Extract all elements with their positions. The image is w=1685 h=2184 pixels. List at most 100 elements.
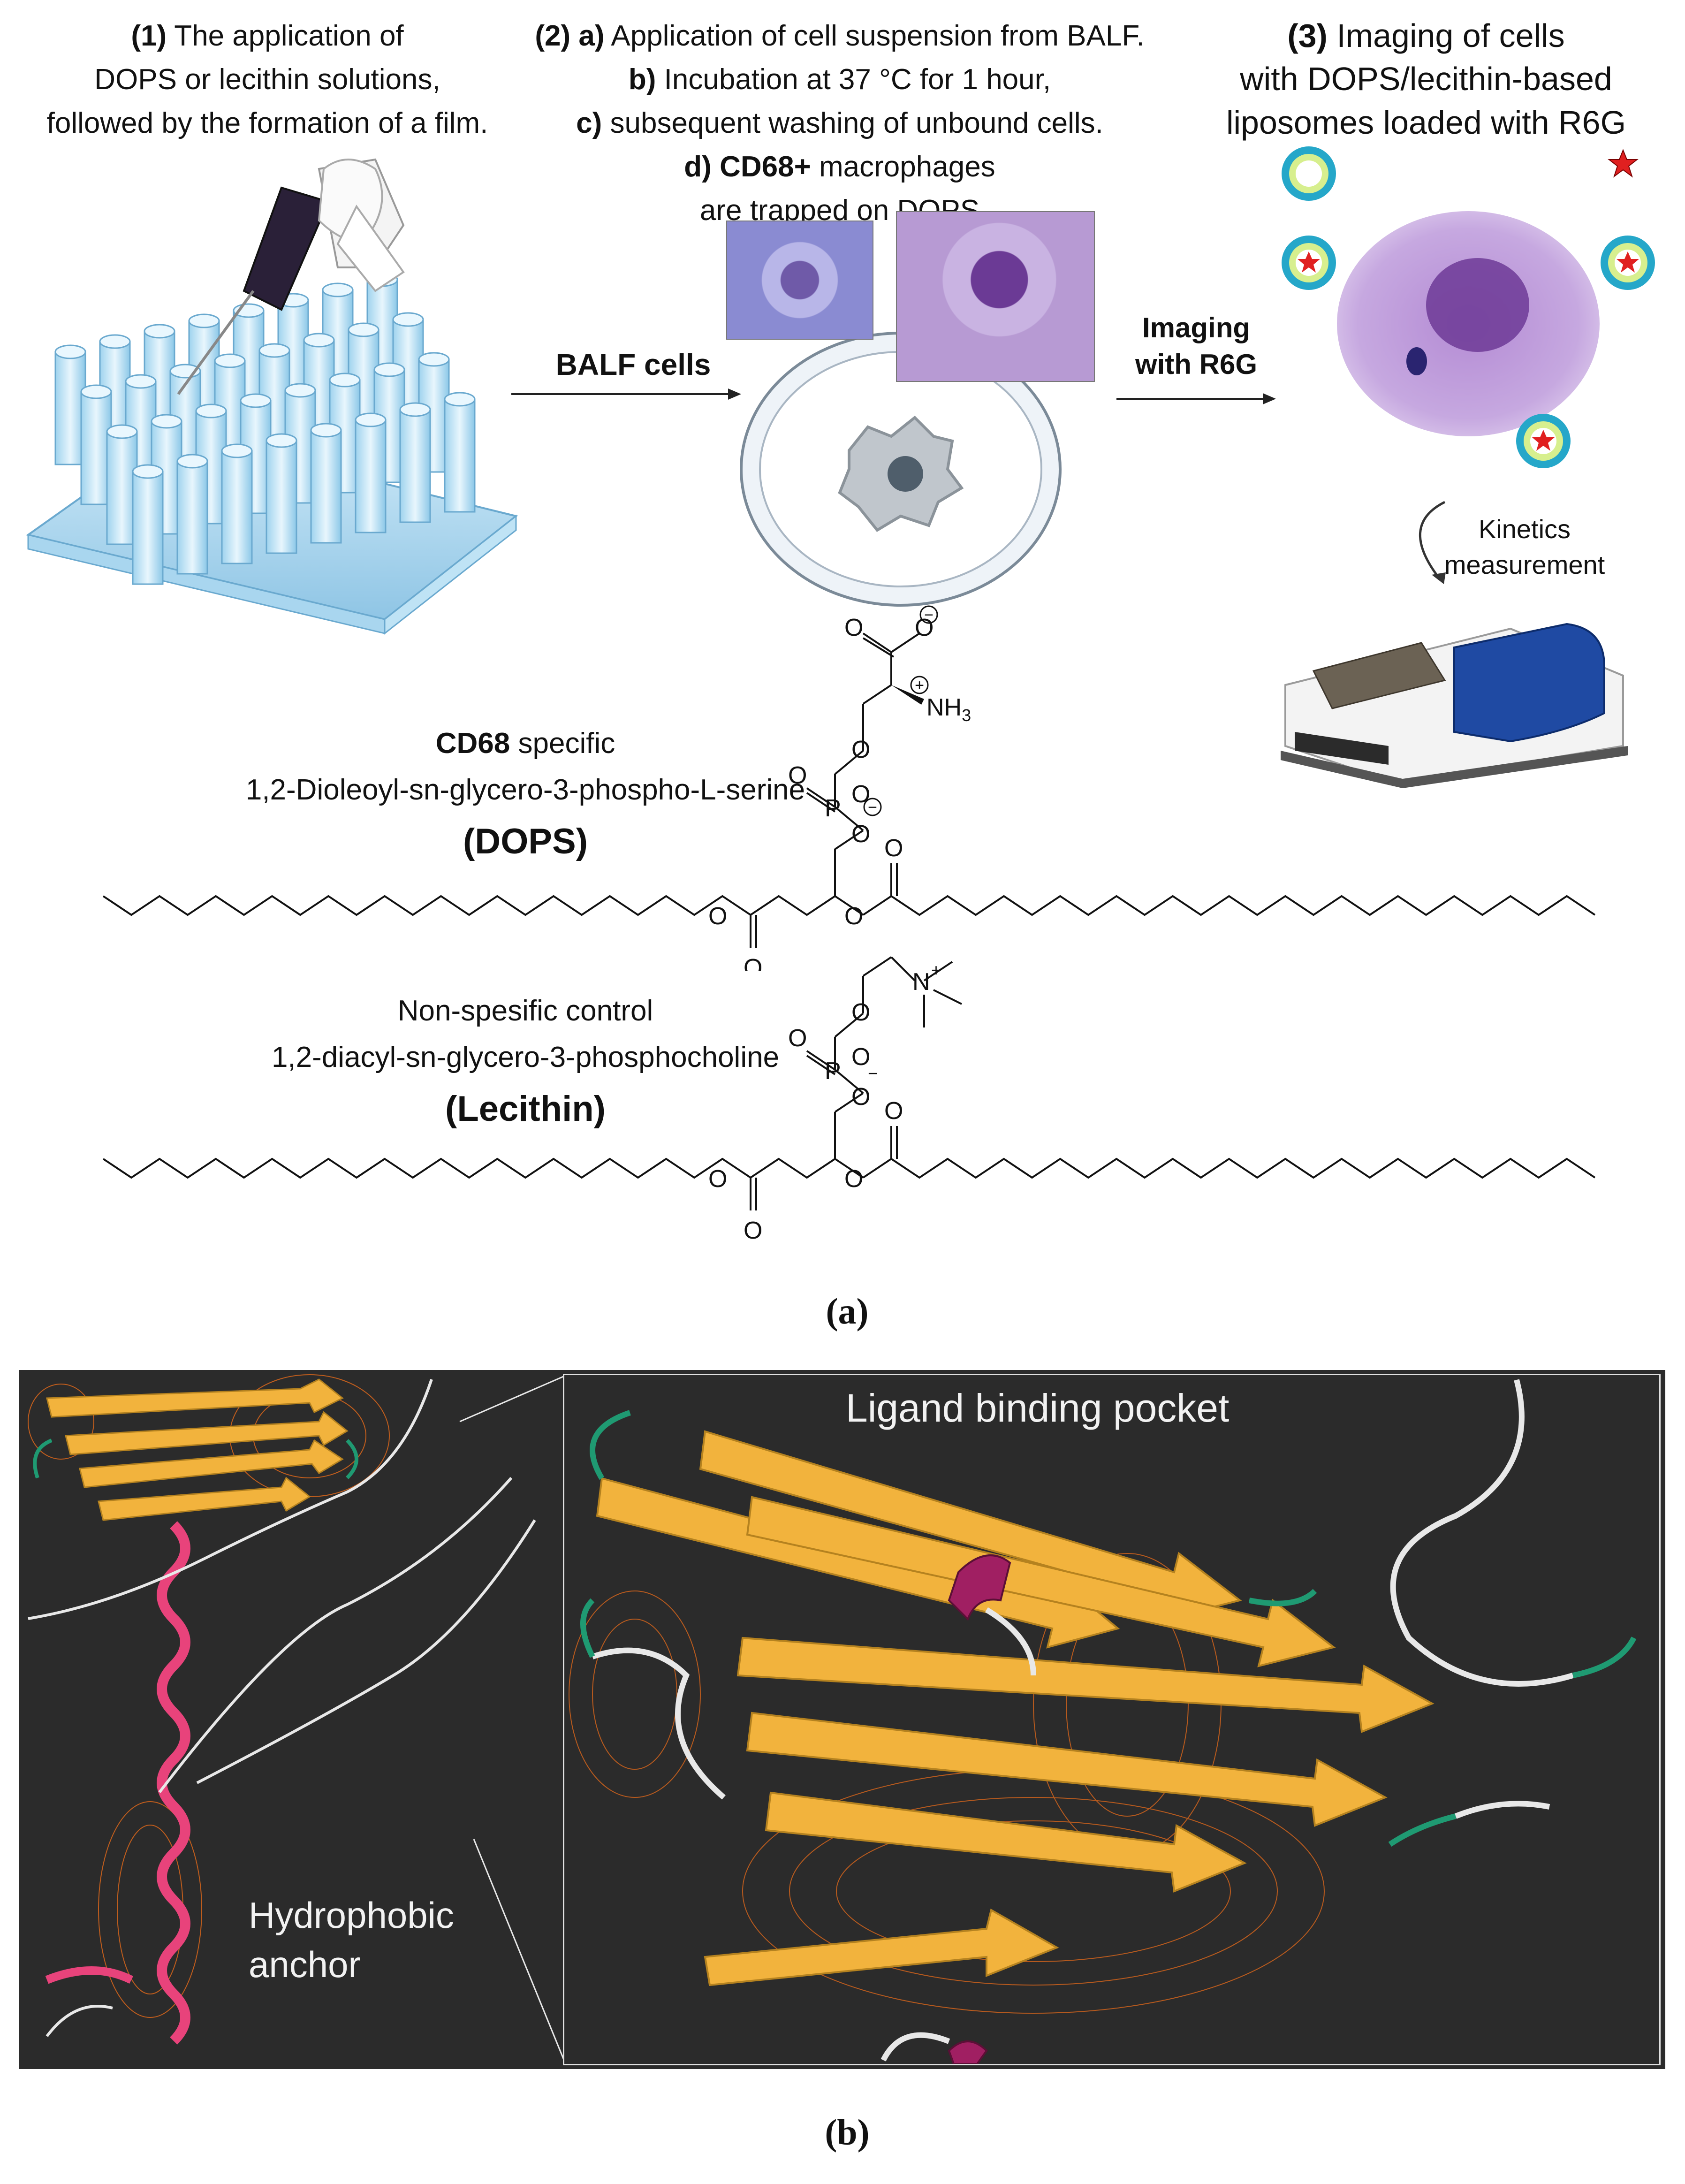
atom-o: O bbox=[844, 903, 863, 930]
tube-opening bbox=[258, 343, 290, 358]
alpha-helix bbox=[157, 1521, 190, 2045]
atom-o: O bbox=[851, 1043, 870, 1071]
kinetics-label: Kinetics measurement bbox=[1444, 514, 1605, 579]
r6g-star-icon bbox=[1608, 149, 1639, 178]
imaging-label: Imaging with R6G bbox=[1135, 312, 1257, 380]
petri-dish-illustration bbox=[740, 332, 1062, 607]
atom-o: O bbox=[915, 614, 934, 641]
tube bbox=[221, 450, 253, 564]
dops-structure: O O O O O P O O O O O NH3 − − + bbox=[102, 605, 1596, 971]
svg-text:−: − bbox=[868, 799, 877, 816]
atom-o: O bbox=[851, 781, 870, 808]
hydrophobic-anchor-label: Hydrophobic anchor bbox=[249, 1895, 454, 1986]
caption-a: (a) bbox=[826, 1291, 869, 1332]
ligand-pocket-inset: Ligand binding pocket bbox=[563, 1374, 1661, 2065]
micrograph-small bbox=[726, 221, 873, 340]
tube-opening bbox=[240, 393, 272, 408]
spectrophotometer-icon bbox=[1281, 623, 1628, 788]
atom-o: O bbox=[851, 1083, 870, 1111]
kinetics-arrow bbox=[1419, 501, 1446, 584]
atom-o: O bbox=[851, 999, 870, 1026]
tube-opening bbox=[106, 424, 138, 439]
tube-opening bbox=[303, 333, 335, 348]
tube-opening bbox=[99, 334, 131, 349]
liposome-loaded-icon bbox=[1601, 236, 1655, 290]
tube-opening bbox=[176, 454, 208, 469]
arrow-to-imaging bbox=[1116, 393, 1276, 404]
atom-nh3: NH3 bbox=[926, 694, 971, 725]
tube-opening bbox=[125, 374, 157, 389]
coil bbox=[28, 1379, 536, 2037]
tube-opening bbox=[355, 412, 387, 427]
tube-opening bbox=[144, 324, 175, 339]
svg-text:+: + bbox=[915, 677, 924, 694]
protein-zoom bbox=[569, 1379, 1637, 2064]
tube-opening bbox=[418, 352, 450, 367]
atom-o: O bbox=[851, 736, 870, 763]
lecithin-structure: O O O O O P O O O N + − bbox=[102, 956, 1596, 1244]
tube bbox=[176, 460, 208, 575]
tube bbox=[132, 471, 164, 585]
beta-strand bbox=[596, 1430, 1435, 1986]
tube-opening bbox=[322, 282, 354, 297]
atom-o: O bbox=[844, 1165, 863, 1193]
tube bbox=[399, 409, 431, 523]
ligand-pocket-title: Ligand binding pocket bbox=[846, 1386, 1230, 1430]
tube-opening bbox=[399, 402, 431, 417]
step3-text: (3) Imaging of cells with DOPS/lecithin-… bbox=[1226, 17, 1626, 141]
tube-opening bbox=[348, 322, 380, 337]
atom-o: O bbox=[708, 1165, 727, 1193]
pipette-icon bbox=[177, 158, 405, 395]
tube-opening bbox=[373, 362, 405, 377]
svg-text:+: + bbox=[931, 960, 941, 980]
panel-b: Hydrophobic anchor bbox=[19, 1370, 1665, 2069]
tube-opening bbox=[310, 423, 342, 438]
tube-opening bbox=[266, 433, 297, 448]
atom-o: O bbox=[884, 1097, 903, 1125]
atom-o: O bbox=[708, 903, 727, 930]
tube-opening bbox=[188, 313, 220, 328]
tube bbox=[310, 429, 342, 544]
protein-overview bbox=[28, 1374, 563, 2060]
tube-opening bbox=[221, 443, 253, 458]
tube-opening bbox=[80, 384, 112, 399]
atom-p: P bbox=[825, 795, 841, 822]
tube bbox=[80, 391, 112, 505]
micrograph-large bbox=[896, 211, 1095, 382]
turn bbox=[33, 1438, 358, 1479]
caption-b: (b) bbox=[825, 2112, 870, 2153]
atom-n: N bbox=[912, 968, 930, 996]
liposome-loaded-icon bbox=[1516, 414, 1571, 468]
tube-opening bbox=[392, 312, 424, 327]
atom-o: O bbox=[744, 1217, 762, 1244]
atom-o: O bbox=[884, 835, 903, 862]
tube bbox=[54, 351, 86, 465]
atom-o: O bbox=[788, 1025, 807, 1052]
atom-o: O bbox=[851, 821, 870, 848]
well-plate-illustration bbox=[26, 158, 518, 635]
beta-strand bbox=[46, 1378, 349, 1521]
step2-text: (2) a) Application of cell suspension fr… bbox=[535, 20, 1145, 227]
turn bbox=[580, 1410, 1637, 1847]
alpha-helix bbox=[948, 1554, 1011, 2064]
tube bbox=[444, 398, 476, 513]
liposome-imaging-illustration bbox=[1282, 146, 1655, 468]
svg-text:−: − bbox=[924, 606, 934, 624]
tube-opening bbox=[444, 392, 476, 407]
tube-opening bbox=[284, 383, 316, 398]
balf-cells-label: BALF cells bbox=[555, 348, 711, 381]
atom-o: O bbox=[844, 614, 863, 641]
liposome-empty-icon bbox=[1282, 146, 1336, 201]
tube-opening bbox=[329, 373, 361, 388]
tube bbox=[355, 419, 387, 533]
atom-o: O bbox=[788, 762, 807, 789]
tube bbox=[266, 440, 297, 554]
coil bbox=[592, 1379, 1574, 2062]
lecithin-label: Non-spesific control 1,2-diacyl-sn-glyce… bbox=[271, 995, 780, 1129]
tube-opening bbox=[132, 464, 164, 479]
tube-opening bbox=[151, 414, 182, 429]
atom-o: O bbox=[744, 954, 762, 971]
tube-opening bbox=[214, 353, 246, 368]
tube-opening bbox=[195, 403, 227, 419]
liposome-loaded-icon bbox=[1282, 236, 1336, 290]
